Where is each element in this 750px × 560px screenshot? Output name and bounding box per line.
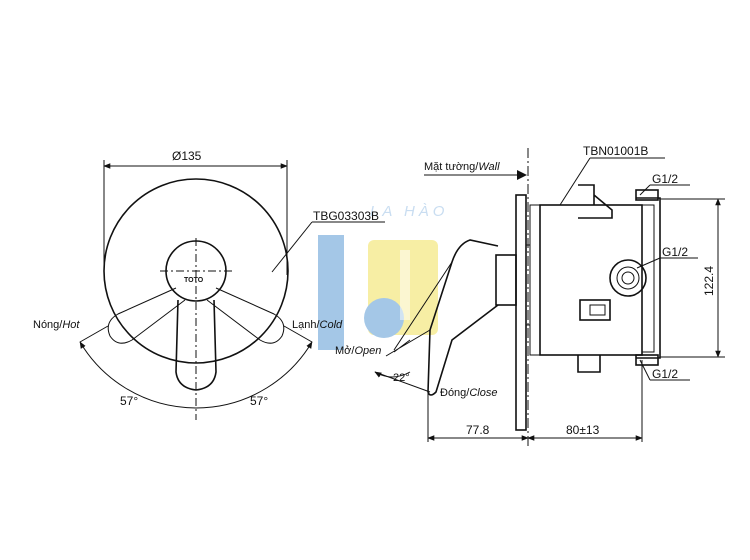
- body-bottom-bracket: [577, 355, 601, 373]
- open-label: Mở/Open: [335, 345, 381, 357]
- lever-handle-side: [427, 239, 499, 396]
- port-center-label: G1/2: [662, 245, 688, 259]
- lever-handle-hot-position: [107, 287, 186, 344]
- cold-label: Lạnh/Cold: [292, 319, 343, 331]
- side-view: Mặt tường/Wall 22° Mở/Open Đóng/Close: [335, 144, 725, 448]
- watermark-bar-blue: [318, 235, 344, 350]
- watermark-text: LA HÀO: [370, 203, 448, 220]
- watermark-logo: LA HÀO: [318, 203, 448, 350]
- diameter-label: Ø135: [172, 149, 202, 163]
- hot-label: Nóng/Hot: [33, 319, 80, 331]
- valve-body: [539, 204, 643, 356]
- angle-left-label: 57°: [120, 394, 138, 408]
- height-label: 122.4: [702, 266, 716, 296]
- wall-arrow: [517, 170, 527, 180]
- projection-label: 77.8: [466, 423, 490, 437]
- body-model-label: TBN01001B: [583, 144, 648, 158]
- port-top-label: G1/2: [652, 172, 678, 186]
- cover-plate-side: [515, 194, 527, 431]
- brand-mark: TOTO: [184, 277, 204, 284]
- front-view: Ø135 TOTO TBG03303B Nóng/Hot Lạnh/Cold 5…: [33, 149, 385, 420]
- lever-handle: [175, 299, 217, 391]
- lever-handle-open-position: [385, 261, 453, 357]
- depth-label: 80±13: [566, 423, 600, 437]
- close-label: Đóng/Close: [440, 387, 497, 399]
- spindle: [495, 254, 517, 306]
- watermark-stripe: [400, 250, 410, 320]
- port-block: [636, 197, 661, 359]
- center-port: [609, 259, 647, 297]
- wall-label: Mặt tường/Wall: [424, 161, 500, 173]
- plate-model-label: TBG03303B: [313, 209, 379, 223]
- open-angle-label: 22°: [393, 372, 410, 384]
- body-top-bracket: [578, 184, 613, 219]
- angle-right-label: 57°: [250, 394, 268, 408]
- watermark-dot-blue: [364, 298, 404, 338]
- port-bottom-label: G1/2: [652, 367, 678, 381]
- rotation-angle-arc: [79, 341, 313, 409]
- lever-handle-cold-position: [206, 287, 285, 344]
